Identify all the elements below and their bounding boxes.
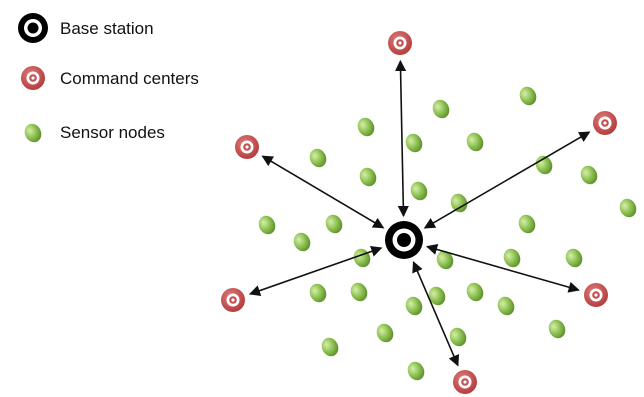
sensor-node-icon	[466, 282, 484, 302]
sensor-node-icon	[518, 214, 536, 234]
sensor-node-icon	[350, 282, 368, 302]
command-center-icon	[584, 283, 608, 307]
base-station	[385, 221, 423, 259]
sensor-node-icon	[410, 181, 428, 201]
sensor-node-icon	[321, 337, 339, 357]
link-arrow	[425, 244, 580, 293]
command-center-icon	[593, 111, 617, 135]
sensor-node-icon	[519, 86, 537, 106]
command-center-icon	[388, 31, 412, 55]
link-arrow	[248, 245, 383, 296]
legend-sensor-nodes-label: Sensor nodes	[60, 123, 165, 142]
sensor-nodes	[258, 86, 637, 381]
link-arrow	[423, 131, 591, 229]
command-centers	[221, 31, 617, 394]
sensor-node-icon	[535, 155, 553, 175]
legend-base-station-label: Base station	[60, 19, 154, 38]
link-arrow	[261, 155, 385, 229]
sensor-node-icon	[293, 232, 311, 252]
legend-command-center-icon	[21, 66, 45, 90]
sensor-node-icon	[580, 165, 598, 185]
legend-command-centers-label: Command centers	[60, 69, 199, 88]
links	[248, 59, 591, 367]
sensor-node-icon	[359, 167, 377, 187]
sensor-node-icon	[428, 286, 446, 306]
link-arrow	[412, 261, 460, 367]
sensor-node-icon	[258, 215, 276, 235]
link-arrow	[394, 59, 409, 218]
sensor-node-icon	[503, 248, 521, 268]
sensor-node-icon	[376, 323, 394, 343]
sensor-node-icon	[357, 117, 375, 137]
sensor-node-icon	[309, 283, 327, 303]
command-center-icon	[221, 288, 245, 312]
sensor-node-icon	[405, 296, 423, 316]
sensor-node-icon	[548, 319, 566, 339]
sensor-node-icon	[466, 132, 484, 152]
sensor-node-icon	[405, 133, 423, 153]
command-center-icon	[453, 370, 477, 394]
command-center-icon	[235, 135, 259, 159]
legend: Base station Command centers Sensor node…	[18, 13, 199, 143]
sensor-node-icon	[407, 361, 425, 381]
sensor-node-icon	[619, 198, 637, 218]
sensor-node-icon	[309, 148, 327, 168]
sensor-node-icon	[497, 296, 515, 316]
sensor-node-icon	[325, 214, 343, 234]
sensor-node-icon	[432, 99, 450, 119]
legend-sensor-node-icon	[24, 123, 42, 143]
sensor-node-icon	[565, 248, 583, 268]
legend-base-station-icon	[18, 13, 48, 43]
